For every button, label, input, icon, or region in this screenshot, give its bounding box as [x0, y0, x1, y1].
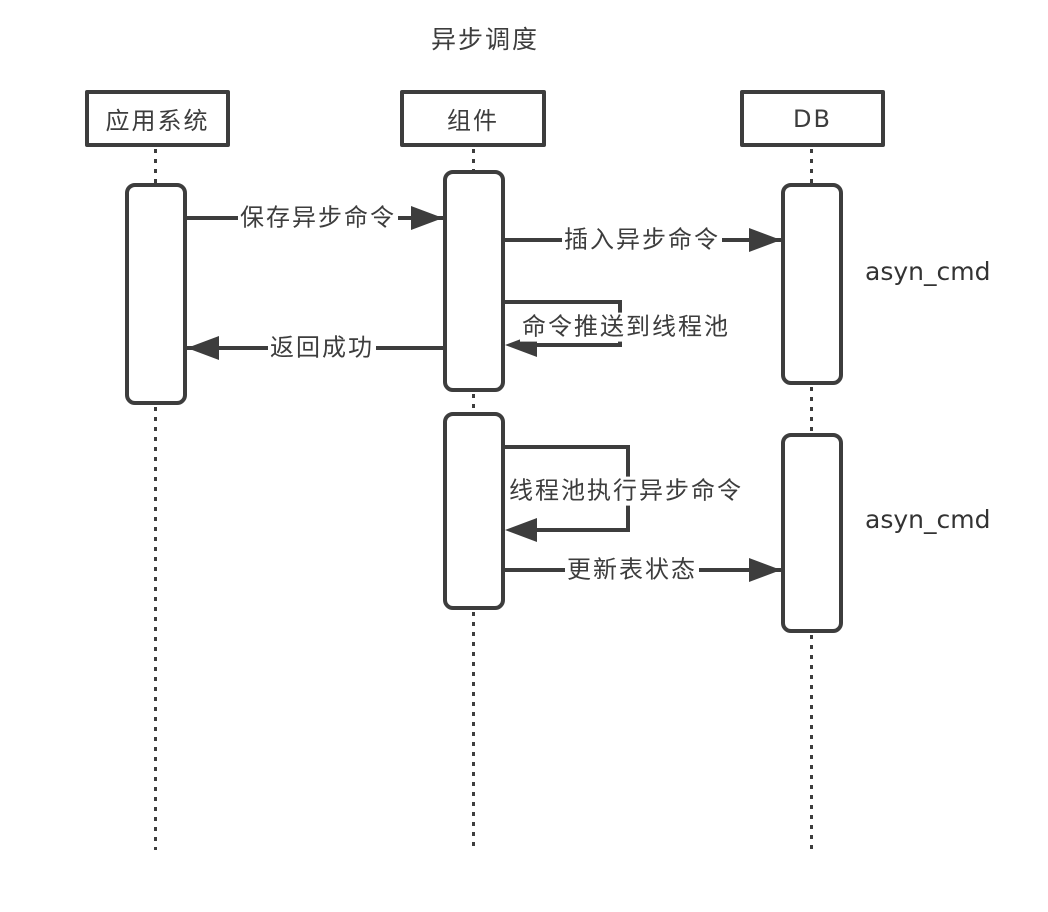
lifeline-db-segment-middle: [810, 387, 813, 433]
activation-component-1: [443, 170, 505, 392]
message-label-update-table-status: 更新表状态: [565, 555, 699, 585]
lifeline-component-segment-middle: [472, 394, 475, 412]
lifeline-component-segment-bottom: [472, 612, 475, 850]
lifeline-app-system-segment-top: [154, 149, 157, 183]
activation-db-2: [781, 433, 843, 633]
actor-box-component: 组件: [400, 90, 546, 147]
activation-component-2: [443, 412, 505, 610]
actor-box-app-system: 应用系统: [85, 90, 230, 147]
arrowhead-right-icon: [749, 228, 781, 252]
lifeline-app-system-segment-bottom: [154, 407, 157, 850]
activation-db-1: [781, 183, 843, 385]
lifeline-db-segment-top: [810, 149, 813, 183]
message-label-push-to-pool: 命令推送到线程池: [520, 312, 732, 342]
arrowhead-right-icon: [749, 558, 781, 582]
diagram-title: 异步调度: [430, 25, 539, 54]
message-label-insert-async-cmd: 插入异步命令: [562, 225, 722, 255]
actor-label-component: 组件: [447, 107, 499, 135]
actor-label-app-system: 应用系统: [105, 107, 210, 135]
self-message-top-line-push-to-pool: [505, 300, 622, 304]
arrowhead-left-icon: [505, 518, 537, 542]
self-message-top-line-pool-exec: [505, 445, 630, 449]
self-message-bottom-line-push-to-pool: [528, 343, 622, 347]
self-message-bottom-line-pool-exec: [528, 528, 630, 532]
db-table-annotation-1: asyn_cmd: [865, 257, 991, 286]
arrowhead-left-icon: [187, 336, 219, 360]
lifeline-component-segment-top: [472, 149, 475, 170]
lifeline-db-segment-bottom: [810, 635, 813, 850]
activation-app-system: [125, 183, 187, 405]
actor-label-db: DB: [793, 104, 832, 133]
db-table-annotation-2: asyn_cmd: [865, 505, 991, 534]
actor-box-db: DB: [740, 90, 885, 147]
arrowhead-right-icon: [411, 206, 443, 230]
message-label-return-success: 返回成功: [268, 333, 376, 363]
message-label-save-async-cmd: 保存异步命令: [238, 203, 398, 233]
message-label-pool-exec: 线程池执行异步命令: [507, 476, 745, 506]
